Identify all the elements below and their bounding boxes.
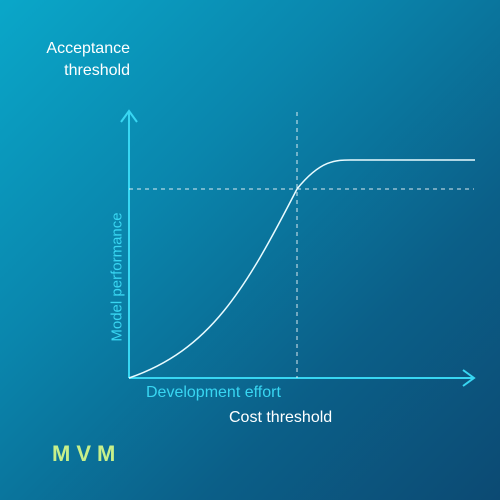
acceptance-threshold-line-1: Acceptance — [46, 40, 130, 57]
acceptance-threshold-label: Acceptance threshold — [18, 38, 130, 82]
acceptance-threshold-line-2: threshold — [64, 62, 130, 79]
mvm-logo: MVM — [52, 441, 122, 466]
performance-curve — [128, 159, 475, 379]
x-axis-arrowhead — [462, 369, 476, 387]
cost-threshold-label: Cost threshold — [229, 409, 333, 426]
y-axis-label: Model performance — [108, 212, 126, 342]
x-axis-label: Development effort — [146, 384, 281, 401]
y-axis-arrowhead — [120, 109, 138, 123]
